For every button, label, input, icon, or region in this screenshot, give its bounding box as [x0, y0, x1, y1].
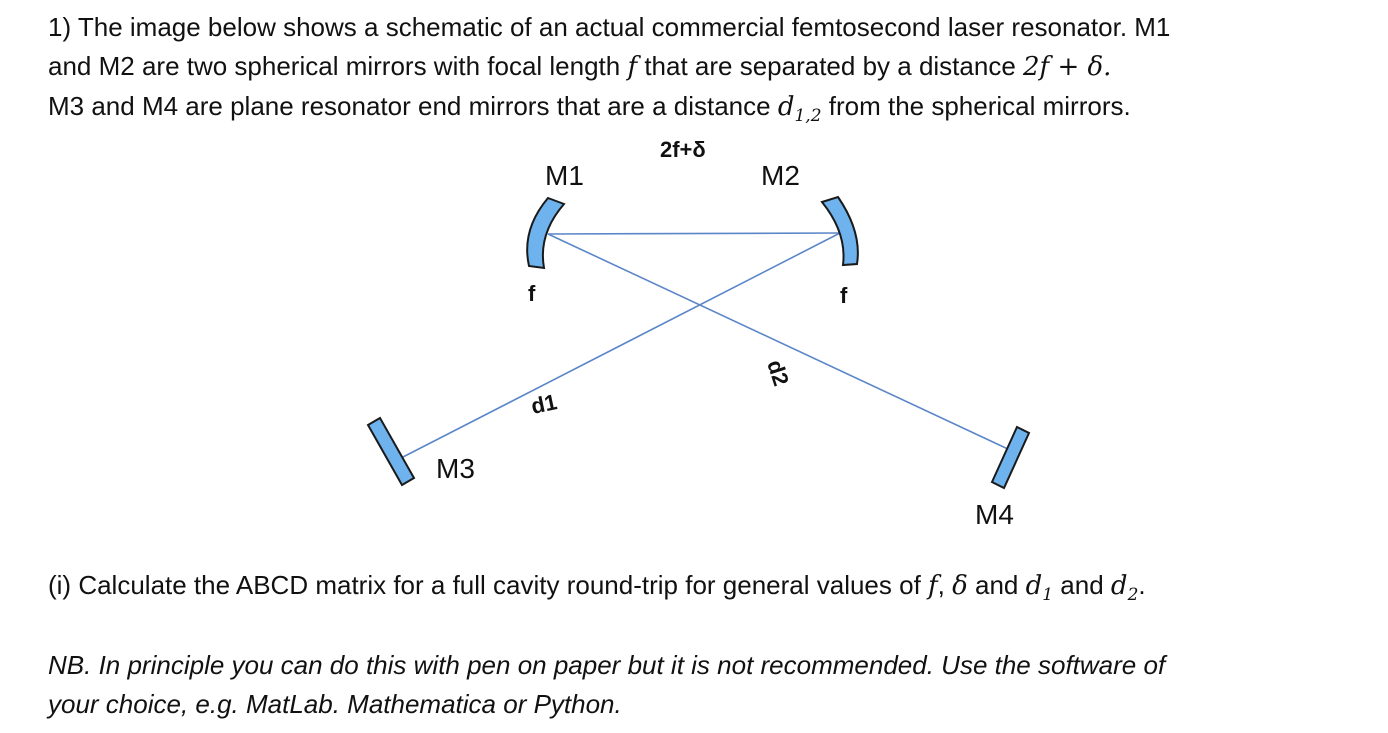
question-delta-symbol: δ [952, 571, 968, 601]
intro-line-2: and M2 are two spherical mirrors with fo… [48, 47, 1368, 87]
distance-subscript: 1,2 [794, 106, 822, 127]
label-d1: d1 [529, 389, 559, 419]
separation-expression: 2f + δ. [1023, 52, 1112, 82]
label-m4: M4 [975, 499, 1014, 530]
intro-line-3-text-b: from the spherical mirrors. [821, 91, 1131, 121]
mirror-m2 [820, 195, 859, 267]
label-separation: 2f+δ [660, 137, 706, 162]
software-note: NB. In principle you can do this with pe… [48, 646, 1165, 724]
question-f-symbol: f [928, 571, 938, 601]
distance-symbol: d [777, 92, 795, 122]
label-f-right: f [840, 283, 848, 308]
intro-line-3: M3 and M4 are plane resonator end mirror… [48, 87, 1368, 127]
intro-line-2-text-b: that are separated by a distance [637, 51, 1024, 81]
question-comma: , [937, 570, 953, 600]
label-m1: M1 [545, 160, 584, 191]
label-d2: d2 [762, 357, 794, 389]
focal-length-symbol: f [627, 52, 638, 82]
intro-line-2-text: and M2 are two spherical mirrors with fo… [48, 51, 628, 81]
mirror-m4 [990, 425, 1031, 490]
question-d1-subscript: 1 [1042, 585, 1054, 606]
question-i: (i) Calculate the ABCD matrix for a full… [48, 566, 1146, 606]
label-m2: M2 [761, 160, 800, 191]
beam-m1-m2 [547, 232, 841, 235]
mirror-m1 [526, 196, 566, 270]
note-line-1: NB. In principle you can do this with pe… [48, 650, 1166, 680]
question-d1-symbol: d [1025, 571, 1043, 601]
intro-line-1: 1) The image below shows a schematic of … [48, 12, 1171, 42]
question-and-2: and [1053, 570, 1111, 600]
note-line-2: your choice, e.g. MatLab. Mathematica or… [48, 689, 622, 719]
problem-intro: 1) The image below shows a schematic of … [48, 8, 1368, 127]
beam-m2-m3 [402, 232, 841, 458]
question-end: . [1138, 570, 1146, 600]
question-text: (i) Calculate the ABCD matrix for a full… [48, 570, 929, 600]
intro-line-3-text: M3 and M4 are plane resonator end mirror… [48, 91, 778, 121]
question-d2-symbol: d [1110, 571, 1128, 601]
question-and-1: and [967, 570, 1026, 600]
question-d2-subscript: 2 [1127, 585, 1139, 606]
label-m3: M3 [436, 453, 475, 484]
mirror-m3 [366, 416, 416, 487]
label-f-left: f [528, 281, 536, 306]
beam-m1-m4 [547, 233, 1011, 451]
